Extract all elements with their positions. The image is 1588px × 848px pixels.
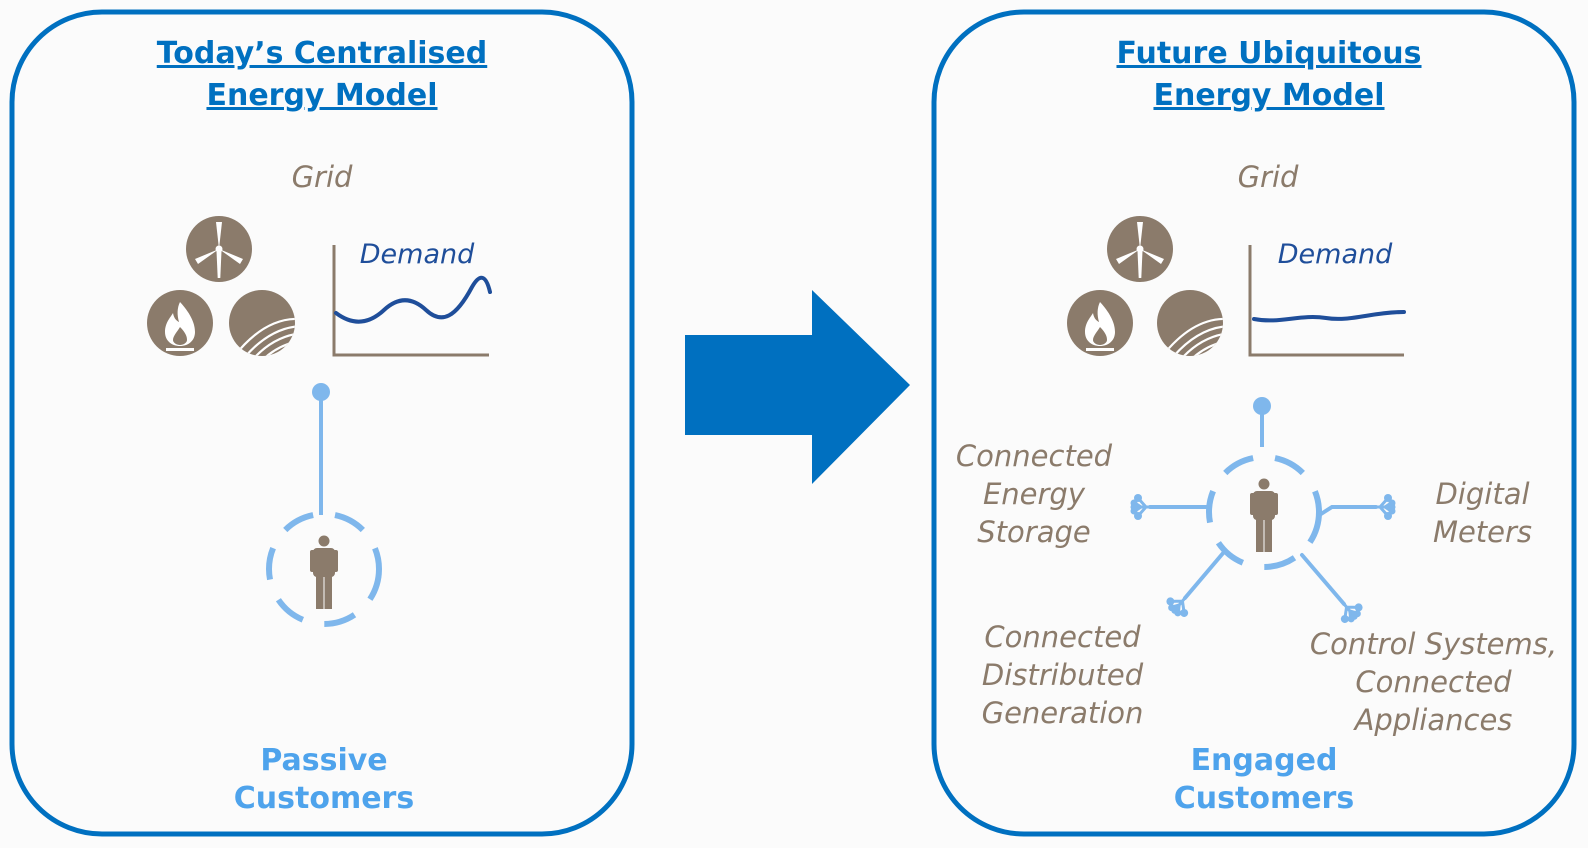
hydro-wave-icon	[229, 290, 308, 369]
left-demand-chart	[332, 245, 492, 357]
right-customers-line2: Customers	[1173, 781, 1355, 816]
right-grid-label: Grid	[1237, 160, 1299, 194]
left-demand-curve	[334, 275, 492, 324]
left-title-line2: Energy Model	[206, 78, 438, 113]
flame-icon	[147, 290, 213, 356]
right-panel-frame	[931, 9, 1577, 837]
right-panel-title: Future Ubiquitous Energy Model	[1019, 33, 1519, 117]
left-grid-label: Grid	[291, 160, 353, 194]
meters-line2: Meters	[1432, 515, 1533, 549]
left-customers-line2: Customers	[233, 781, 415, 816]
left-customer-ring	[266, 511, 382, 627]
right-customers-label: Engaged Customers	[1114, 742, 1414, 818]
meters-label: Digital Meters	[1400, 475, 1565, 551]
right-demand-label: Demand	[1277, 239, 1393, 270]
right-title-line2: Energy Model	[1153, 78, 1385, 113]
generation-line2: Distributed	[981, 658, 1144, 692]
generation-label: Connected Distributed Generation	[960, 618, 1165, 732]
left-customers-label: Passive Customers	[174, 742, 474, 818]
left-panel-title: Today’s Centralised Energy Model	[72, 33, 572, 117]
left-customers-line1: Passive	[260, 743, 388, 778]
right-demand-chart	[1248, 245, 1406, 357]
flame-icon	[1067, 290, 1133, 356]
right-demand-curve	[1252, 310, 1406, 323]
appliances-line2: Connected	[1355, 665, 1512, 699]
storage-label: Connected Energy Storage	[934, 437, 1134, 551]
left-title-line1: Today’s Centralised	[156, 36, 488, 71]
wind-turbine-icon	[186, 216, 252, 282]
generation-line3: Generation	[981, 696, 1144, 730]
appliances-line3: Appliances	[1354, 703, 1513, 737]
right-customer-ring	[1206, 454, 1322, 570]
appliances-label: Control Systems, Connected Appliances	[1296, 625, 1571, 739]
left-panel-frame	[9, 9, 635, 837]
generation-line1: Connected	[984, 620, 1141, 654]
meters-connector-icon	[1374, 492, 1397, 522]
storage-line1: Connected	[955, 439, 1113, 473]
storage-line3: Storage	[977, 515, 1091, 549]
left-demand-label: Demand	[359, 239, 475, 270]
left-person-icon	[310, 535, 338, 609]
wind-turbine-icon	[1107, 216, 1173, 282]
right-customers-line1: Engaged	[1190, 743, 1338, 778]
right-person-icon	[1250, 478, 1278, 552]
appliances-line1: Control Systems,	[1309, 627, 1558, 661]
meters-line1: Digital	[1435, 477, 1530, 511]
transition-arrow	[685, 290, 910, 484]
hydro-wave-icon	[1157, 290, 1236, 369]
storage-line2: Energy	[982, 477, 1086, 511]
right-title-line1: Future Ubiquitous	[1116, 36, 1422, 71]
